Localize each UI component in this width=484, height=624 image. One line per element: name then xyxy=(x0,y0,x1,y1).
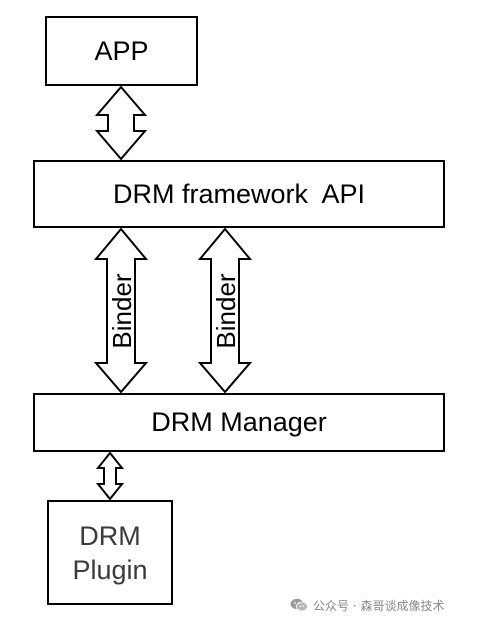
drm-manager-label: DRM Manager xyxy=(151,407,327,437)
drm-manager-box: DRM Manager xyxy=(33,393,445,452)
binder-right-label: Binder xyxy=(211,273,241,348)
drm-plugin-box: DRM Plugin xyxy=(47,500,173,605)
drm-plugin-label-line1: DRM xyxy=(79,520,141,551)
manager-plugin-double-arrow xyxy=(95,451,125,501)
app-label: APP xyxy=(94,35,149,66)
binder-right-double-arrow xyxy=(197,227,253,394)
drm-framework-api-box: DRM framework API xyxy=(33,160,445,228)
wechat-icon xyxy=(290,598,308,612)
watermark-text: 公众号 · 森哥谈成像技术 xyxy=(313,598,445,613)
app-box: APP xyxy=(45,16,198,86)
drm-plugin-label-line2: Plugin xyxy=(72,554,148,585)
watermark: 公众号 · 森哥谈成像技术 xyxy=(290,594,444,616)
drm-framework-api-label: DRM framework API xyxy=(112,178,366,209)
binder-left-label: Binder xyxy=(107,273,137,348)
binder-left-double-arrow xyxy=(93,227,149,394)
app-framework-double-arrow xyxy=(94,85,148,161)
